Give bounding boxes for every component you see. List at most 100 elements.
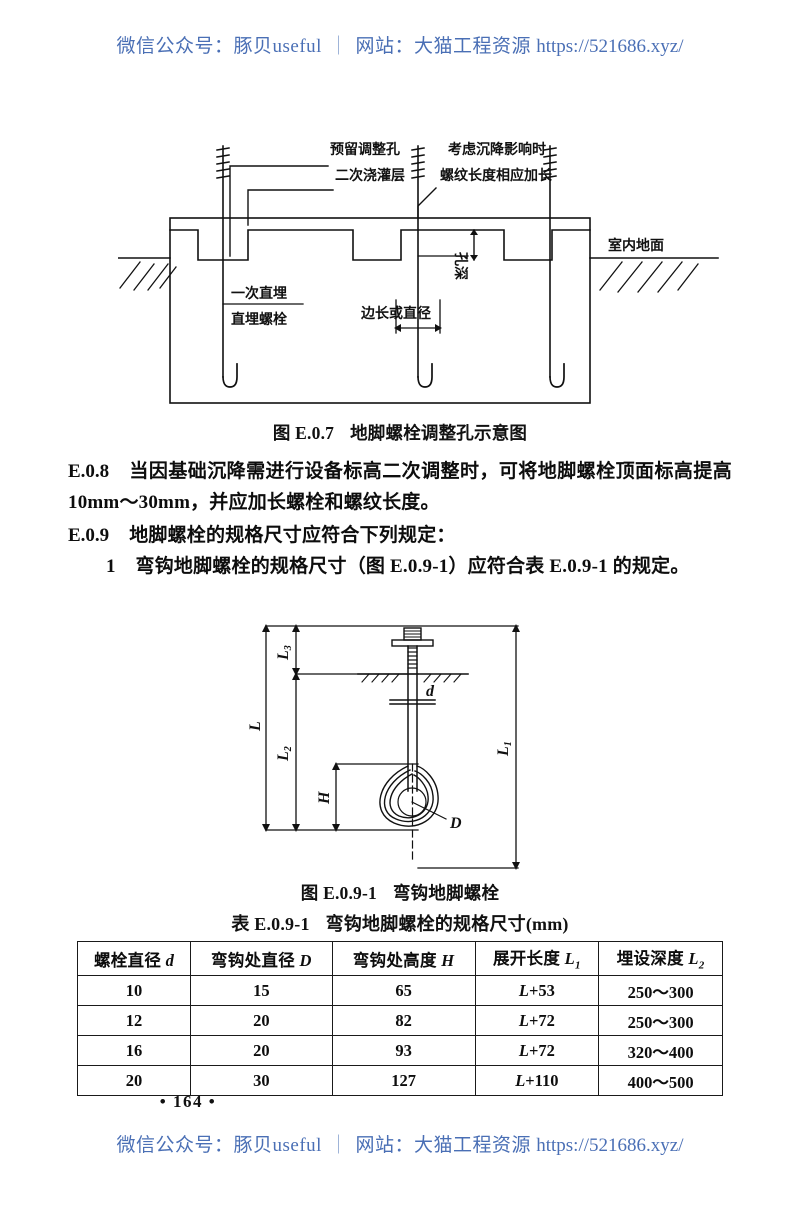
cell-hook-height: 82 xyxy=(331,1005,476,1036)
watermark-prefix: 微信公众号：豚贝useful xyxy=(116,1135,322,1156)
cell-developed-length: L+72 xyxy=(474,1035,600,1066)
column-header-embedment-depth: 埋设深度 L2 xyxy=(598,941,723,976)
column-header-hook-height-sym: H xyxy=(441,950,455,970)
cell-hook-diameter: 20 xyxy=(190,1005,333,1036)
label-settlement-note-1: 考虑沉降影响时 xyxy=(448,141,546,157)
thread-marks-right xyxy=(543,147,557,179)
paragraph-e09-text: 地脚螺栓的规格尺寸应符合下列规定： xyxy=(129,525,456,546)
label-dimension-L3: L3 xyxy=(275,645,294,661)
caption-figure-e07-number: 图 E.0.7 xyxy=(272,423,335,443)
leader-reserved-hole xyxy=(229,165,329,257)
dimension-side-or-diameter xyxy=(394,299,442,334)
table-header-row: 螺栓直径 d 弯钩处直径 D 弯钩处高度 H 展开长度 L1 xyxy=(76,941,723,976)
caption-figure-e07-title: 地脚螺栓调整孔示意图 xyxy=(350,423,528,443)
label-dimension-L2: L2 xyxy=(275,746,294,762)
cell-hook-diameter: 15 xyxy=(190,975,333,1006)
label-dimension-L: L xyxy=(247,721,264,732)
cell-embedment-depth: 400～500 xyxy=(598,1065,723,1096)
watermark-prefix: 微信公众号：豚贝useful xyxy=(116,36,322,57)
paragraph-item-1-number: 1 xyxy=(106,556,116,577)
column-header-embedment-depth-sub: 2 xyxy=(698,959,705,972)
cell-embedment-depth: 250～300 xyxy=(598,1005,723,1036)
bolt-nut-washer xyxy=(391,627,434,647)
column-header-bolt-diameter-cn: 螺栓直径 xyxy=(93,950,162,970)
bolt-thread-section xyxy=(407,647,418,669)
ground-hatch-left xyxy=(119,261,177,291)
column-header-hook-diameter-sym: D xyxy=(299,950,312,970)
dimension-H xyxy=(332,762,340,832)
caption-figure-e091-title: 弯钩地脚螺栓 xyxy=(392,883,500,903)
watermark-header: 微信公众号：豚贝useful ｜ 网站：大猫工程资源 https://521686.… xyxy=(0,31,800,58)
recess-profile xyxy=(169,229,591,261)
anchor-bolt-middle xyxy=(411,145,433,388)
cell-hook-height: 93 xyxy=(331,1035,476,1066)
watermark-url: https://521686.xyz/ xyxy=(536,36,684,57)
paragraph-e09: E.0.9 地脚螺栓的规格尺寸应符合下列规定： xyxy=(68,520,732,551)
paragraph-e09-number: E.0.9 xyxy=(68,525,110,546)
thread-marks-middle xyxy=(411,147,425,179)
paragraph-item-1-text: 弯钩地脚螺栓的规格尺寸（图 E.0.9-1）应符合表 E.0.9-1 的规定。 xyxy=(135,556,690,577)
dimension-L1 xyxy=(512,624,520,870)
caption-table-e091-number: 表 E.0.9-1 xyxy=(231,914,310,934)
bolt-lower-plate xyxy=(389,699,436,705)
label-second-pour-layer: 二次浇灌层 xyxy=(335,167,405,183)
cell-hook-diameter: 20 xyxy=(190,1035,333,1066)
cell-bolt-diameter: 16 xyxy=(76,1035,192,1066)
leader-second-pour xyxy=(247,189,334,226)
label-dimension-H: H xyxy=(316,791,333,805)
cell-embedment-depth: 320～400 xyxy=(598,1035,723,1066)
cell-bolt-diameter: 12 xyxy=(76,1005,192,1036)
caption-figure-e07: 图 E.0.7 地脚螺栓调整孔示意图 xyxy=(68,420,732,445)
table-row: 12 20 82 L+72 250～300 xyxy=(76,1005,723,1036)
label-dimension-L1: L1 xyxy=(495,741,514,757)
watermark-site-label: 网站：大猫工程资源 xyxy=(355,36,531,57)
column-header-hook-height-cn: 弯钩处高度 xyxy=(352,950,437,970)
cell-hook-height: 65 xyxy=(331,975,476,1006)
anchor-bolt-left xyxy=(216,145,238,388)
bolt-shank xyxy=(407,645,418,863)
cell-developed-length: L+72 xyxy=(474,1005,600,1036)
thread-marks-left xyxy=(216,147,230,179)
cell-bolt-diameter: 10 xyxy=(76,975,192,1006)
column-header-embedment-depth-sym: L xyxy=(688,949,699,969)
cell-embedment-depth: 250～300 xyxy=(598,975,723,1006)
column-header-bolt-diameter-sym: d xyxy=(165,950,175,970)
page-content: 预留调整孔 二次浇灌层 考虑沉降影响时 螺纹长度相应加长 孔深 室内地面 一次直… xyxy=(68,0,732,1214)
label-side-or-diameter: 边长或直径 xyxy=(360,305,431,321)
paragraph-item-1: 1 弯钩地脚螺栓的规格尺寸（图 E.0.9-1）应符合表 E.0.9-1 的规定。 xyxy=(68,551,732,582)
label-hole-depth: 孔深 xyxy=(453,252,469,280)
label-settlement-note-2: 螺纹长度相应加长 xyxy=(440,167,553,183)
foundation-block xyxy=(169,217,591,404)
column-header-developed-length-sym: L xyxy=(564,949,575,969)
paragraph-e08-number: E.0.8 xyxy=(68,461,110,482)
watermark-url: https://521686.xyz/ xyxy=(536,1135,684,1156)
table-row: 20 30 127 L+110 400～500 xyxy=(76,1065,723,1096)
watermark-separator: ｜ xyxy=(328,1135,349,1156)
column-header-hook-diameter: 弯钩处直径 D xyxy=(190,941,333,976)
label-dimension-D: D xyxy=(449,815,462,832)
watermark-footer: 微信公众号：豚贝useful｜网站：大猫工程资源 https://521686.… xyxy=(0,1130,800,1157)
cell-developed-length: L+53 xyxy=(474,975,600,1006)
column-header-developed-length: 展开长度 L1 xyxy=(474,941,600,976)
column-header-developed-length-cn: 展开长度 xyxy=(492,949,561,969)
table-hook-bolt-specs-wrapper: 螺栓直径 d 弯钩处直径 D 弯钩处高度 H 展开长度 L1 xyxy=(76,941,723,1096)
table-row: 16 20 93 L+72 320～400 xyxy=(76,1035,723,1066)
figure-anchor-bolt-adjustment-hole: 预留调整孔 二次浇灌层 考虑沉降影响时 螺纹长度相应加长 孔深 室内地面 一次直… xyxy=(118,128,728,413)
column-header-developed-length-sub: 1 xyxy=(574,959,581,972)
label-indoor-floor: 室内地面 xyxy=(608,237,664,253)
watermark-separator: ｜ xyxy=(328,36,349,57)
page-number: • 164 • xyxy=(159,1092,217,1111)
cell-developed-length: L+110 xyxy=(474,1065,600,1096)
caption-figure-e091-number: 图 E.0.9-1 xyxy=(300,883,377,903)
bolt-hook-loop xyxy=(379,765,447,827)
leader-settlement-note xyxy=(417,187,437,219)
dimension-L xyxy=(262,624,270,832)
table-hook-bolt-specs: 螺栓直径 d 弯钩处直径 D 弯钩处高度 H 展开长度 L1 xyxy=(76,941,723,1096)
caption-table-e091-title: 弯钩地脚螺栓的规格尺寸(mm) xyxy=(325,914,569,934)
caption-table-e091: 表 E.0.9-1 弯钩地脚螺栓的规格尺寸(mm) xyxy=(68,910,732,936)
column-header-hook-diameter-cn: 弯钩处直径 xyxy=(211,950,296,970)
label-direct-embed-2: 直埋螺栓 xyxy=(231,311,287,327)
ground-hatch-right xyxy=(599,261,699,293)
cell-hook-diameter: 30 xyxy=(190,1065,333,1096)
label-reserved-hole: 预留调整孔 xyxy=(330,141,400,157)
